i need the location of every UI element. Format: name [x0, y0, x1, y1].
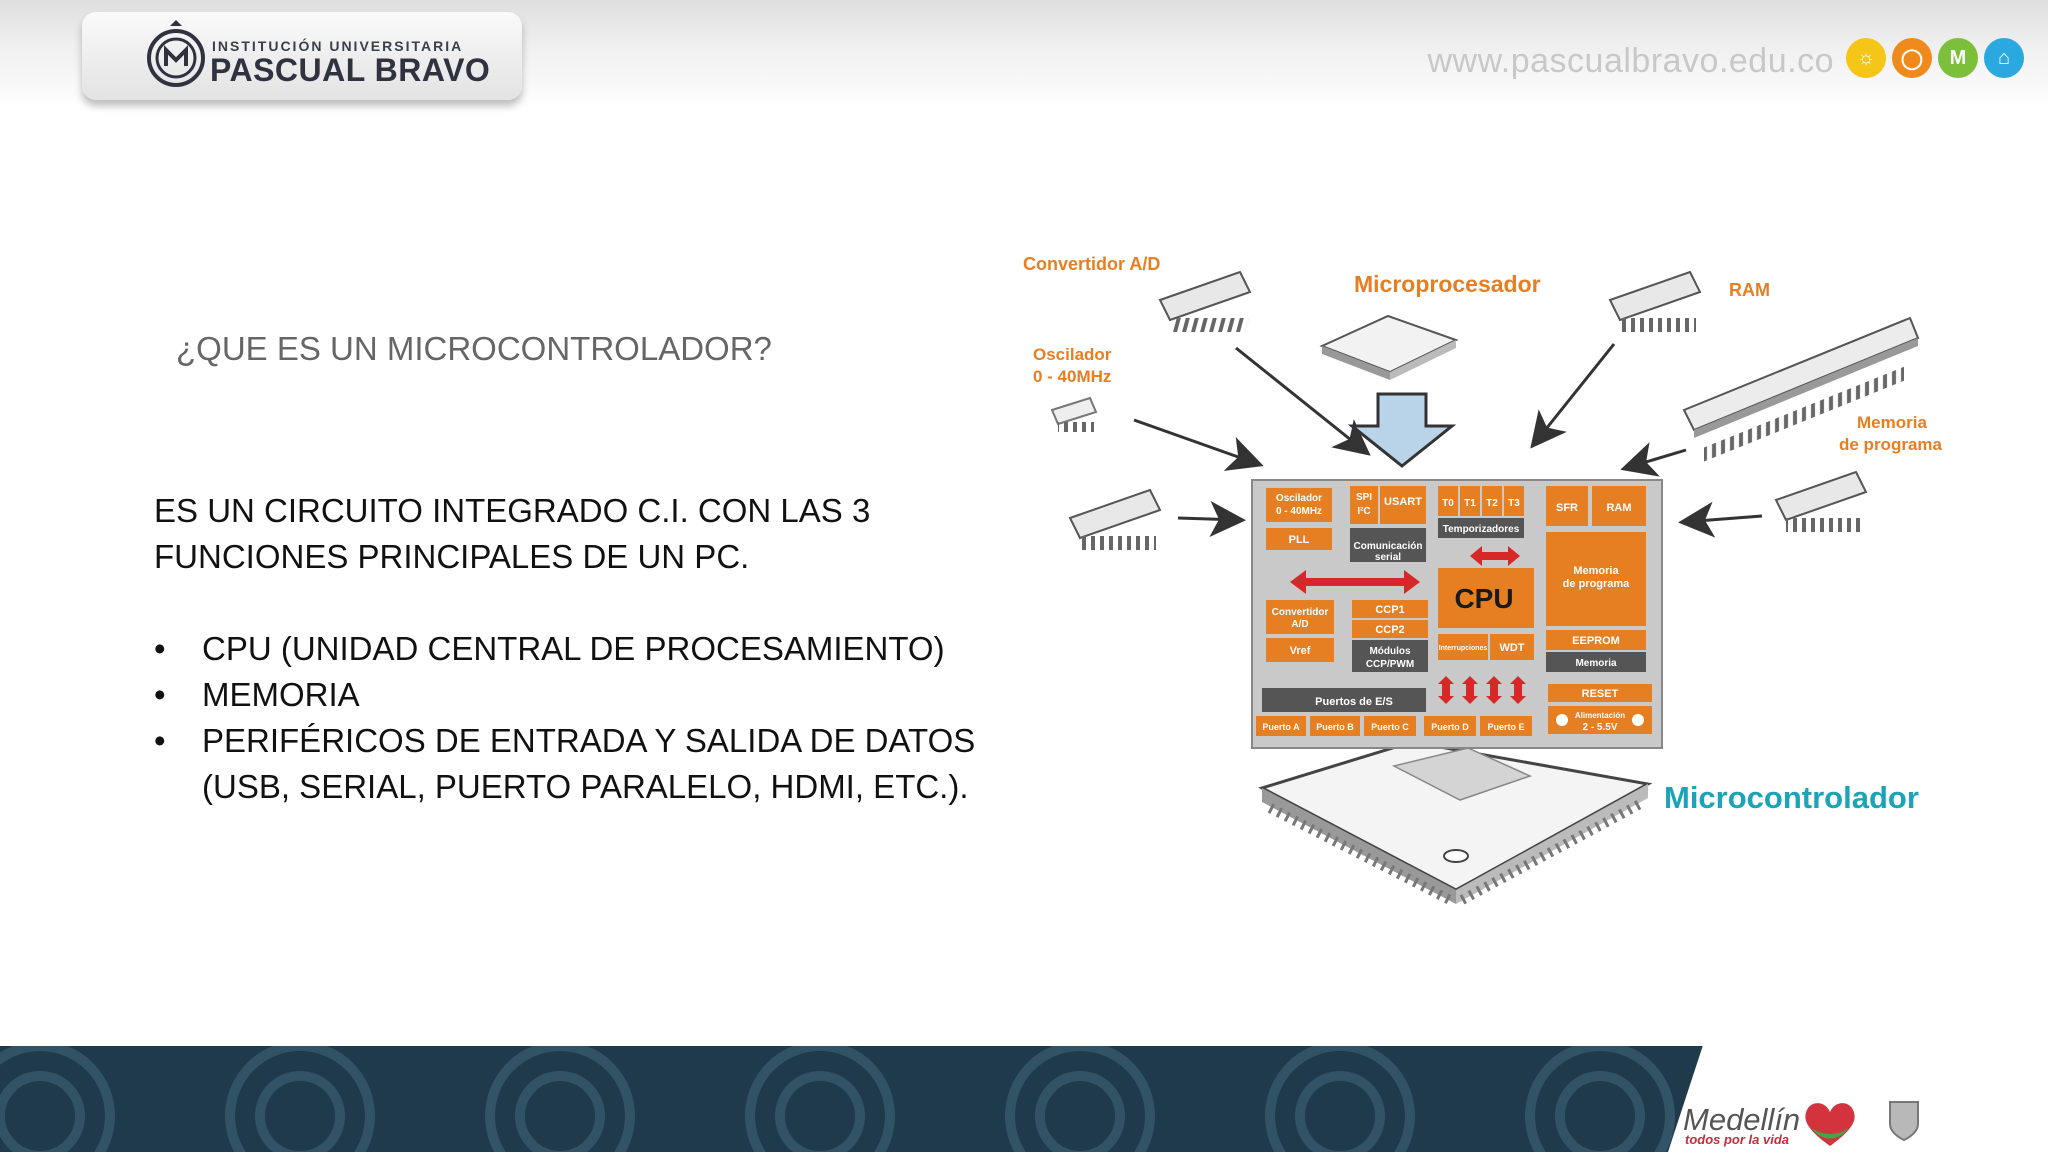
block-pll: PLL — [1289, 534, 1310, 546]
slide-question: ¿QUE ES UN MICROCONTROLADOR? — [176, 330, 772, 367]
block-oscilador-freq: 0 - 40MHz — [1276, 506, 1322, 517]
label-oscilador-2: 0 - 40MHz — [1033, 367, 1111, 386]
bus-arrow-icon — [1290, 570, 1420, 594]
sun-icon[interactable]: ☼ — [1846, 38, 1886, 78]
chip-oscilador-icon — [1050, 396, 1098, 432]
footer-logo-panel — [1668, 1036, 2048, 1152]
block-puerto-e: Puerto E — [1487, 722, 1524, 732]
bus-arrow-icon — [1470, 546, 1520, 566]
down-arrow-icon — [1347, 392, 1457, 468]
block-oscilador: Oscilador — [1276, 493, 1322, 504]
website-url[interactable]: www.pascualbravo.edu.co — [1427, 42, 1834, 80]
bullet-list: CPU (UNIDAD CENTRAL DE PROCESAMIENTO) ME… — [154, 626, 1054, 810]
arrow-icon — [1530, 343, 1616, 449]
block-t3: T3 — [1508, 498, 1520, 509]
home-icon[interactable]: ⌂ — [1984, 38, 2024, 78]
block-modulos-ccp: CCP/PWM — [1366, 659, 1414, 670]
seal-icon — [147, 20, 205, 87]
plus-icon — [1556, 714, 1568, 726]
block-memoria-programa: Memoria — [1573, 565, 1619, 577]
arrow-icon — [1678, 501, 1763, 538]
bullet-item: PERIFÉRICOS DE ENTRADA Y SALIDA DE DATOS… — [154, 718, 1054, 810]
block-comunicacion: Comunicación — [1354, 541, 1423, 552]
intro-text: ES UN CIRCUITO INTEGRADO C.I. CON LAS 3 … — [154, 492, 871, 575]
bullet-item: MEMORIA — [154, 672, 1054, 718]
block-puertos: Puertos de E/S — [1315, 696, 1393, 708]
block-memoria: Memoria — [1575, 658, 1617, 669]
medellin-logo-text: Medellín — [1683, 1102, 1801, 1137]
arrow-icon — [1133, 418, 1264, 471]
arrow-icon — [1235, 346, 1371, 456]
label-memoria-2: de programa — [1839, 435, 1943, 454]
label-convertidor: Convertidor A/D — [1023, 254, 1160, 274]
block-i2c: I²C — [1357, 506, 1370, 517]
label-ram: RAM — [1729, 280, 1770, 300]
block-puerto-c: Puerto C — [1371, 722, 1409, 732]
block-wdt: WDT — [1499, 642, 1524, 654]
microcontroller-block-diagram: Oscilador 0 - 40MHz PLL SPI I²C USART Co… — [1251, 479, 1663, 749]
block-interrupciones: Interrupciones — [1439, 645, 1488, 652]
circle-icon[interactable]: ◯ — [1892, 38, 1932, 78]
label-microprocesador: Microprocesador — [1354, 271, 1541, 297]
label-oscilador-1: Oscilador — [1033, 345, 1112, 364]
chip-ram-icon — [1608, 270, 1702, 332]
chip-right-icon — [1774, 470, 1868, 532]
block-convertidor: Convertidor — [1272, 607, 1329, 618]
minus-icon — [1632, 714, 1644, 726]
block-modulos: Módulos — [1369, 646, 1411, 657]
label-memoria-1: Memoria — [1857, 413, 1927, 432]
block-comunicacion-serial: serial — [1375, 552, 1401, 563]
block-spi: SPI — [1356, 492, 1372, 503]
heart-icon — [1805, 1103, 1855, 1146]
block-convertidor-ad: A/D — [1291, 619, 1308, 630]
block-puerto-d: Puerto D — [1431, 722, 1469, 732]
m-logo-icon[interactable]: M — [1938, 38, 1978, 78]
microcontroller-diagram: Convertidor A/D Microprocesador RAM Osci… — [1023, 254, 1943, 905]
block-ccp2: CCP2 — [1375, 624, 1404, 636]
block-puerto-a: Puerto A — [1262, 722, 1300, 732]
bullet-item: CPU (UNIDAD CENTRAL DE PROCESAMIENTO) — [154, 626, 1054, 672]
block-alimentacion: Alimentación — [1575, 711, 1625, 720]
chip-left-icon — [1068, 488, 1162, 550]
institution-logo: INSTITUCIÓN UNIVERSITARIA PASCUAL BRAVO — [82, 12, 522, 100]
block-memoria-programa-2: de programa — [1563, 578, 1631, 590]
footer-pattern — [0, 1046, 1675, 1152]
block-puerto-b: Puerto B — [1316, 722, 1354, 732]
block-t0: T0 — [1442, 498, 1454, 509]
block-sfr: SFR — [1556, 502, 1578, 514]
arrow-icon — [1177, 501, 1246, 538]
header-icons: ☼ ◯ M ⌂ — [1846, 38, 2024, 78]
block-vref: Vref — [1290, 645, 1311, 657]
block-voltaje: 2 - 5.5V — [1582, 722, 1617, 733]
block-cpu: CPU — [1454, 583, 1513, 614]
chip-convertidor-icon — [1158, 270, 1252, 332]
block-ram: RAM — [1606, 502, 1631, 514]
medellin-slogan: todos por la vida — [1685, 1132, 1790, 1147]
port-arrows-icon — [1438, 676, 1526, 704]
chip-memoria-programa-icon — [1682, 316, 1920, 462]
block-usart: USART — [1384, 496, 1422, 508]
chip-microprocesador-icon — [1319, 314, 1459, 380]
block-t1: T1 — [1464, 498, 1476, 509]
block-ccp1: CCP1 — [1375, 604, 1404, 616]
label-microcontrolador: Microcontrolador — [1664, 780, 1919, 815]
microcontroller-package-icon — [1258, 740, 1653, 905]
coat-of-arms-icon — [1889, 1101, 1919, 1142]
logo-line2: PASCUAL BRAVO — [210, 52, 491, 88]
block-t2: T2 — [1486, 498, 1498, 509]
block-reset: RESET — [1582, 688, 1619, 700]
logo-line1: INSTITUCIÓN UNIVERSITARIA — [212, 38, 464, 54]
block-eeprom: EEPROM — [1572, 635, 1620, 647]
block-temporizadores: Temporizadores — [1443, 524, 1520, 535]
arrow-icon — [1620, 442, 1687, 477]
